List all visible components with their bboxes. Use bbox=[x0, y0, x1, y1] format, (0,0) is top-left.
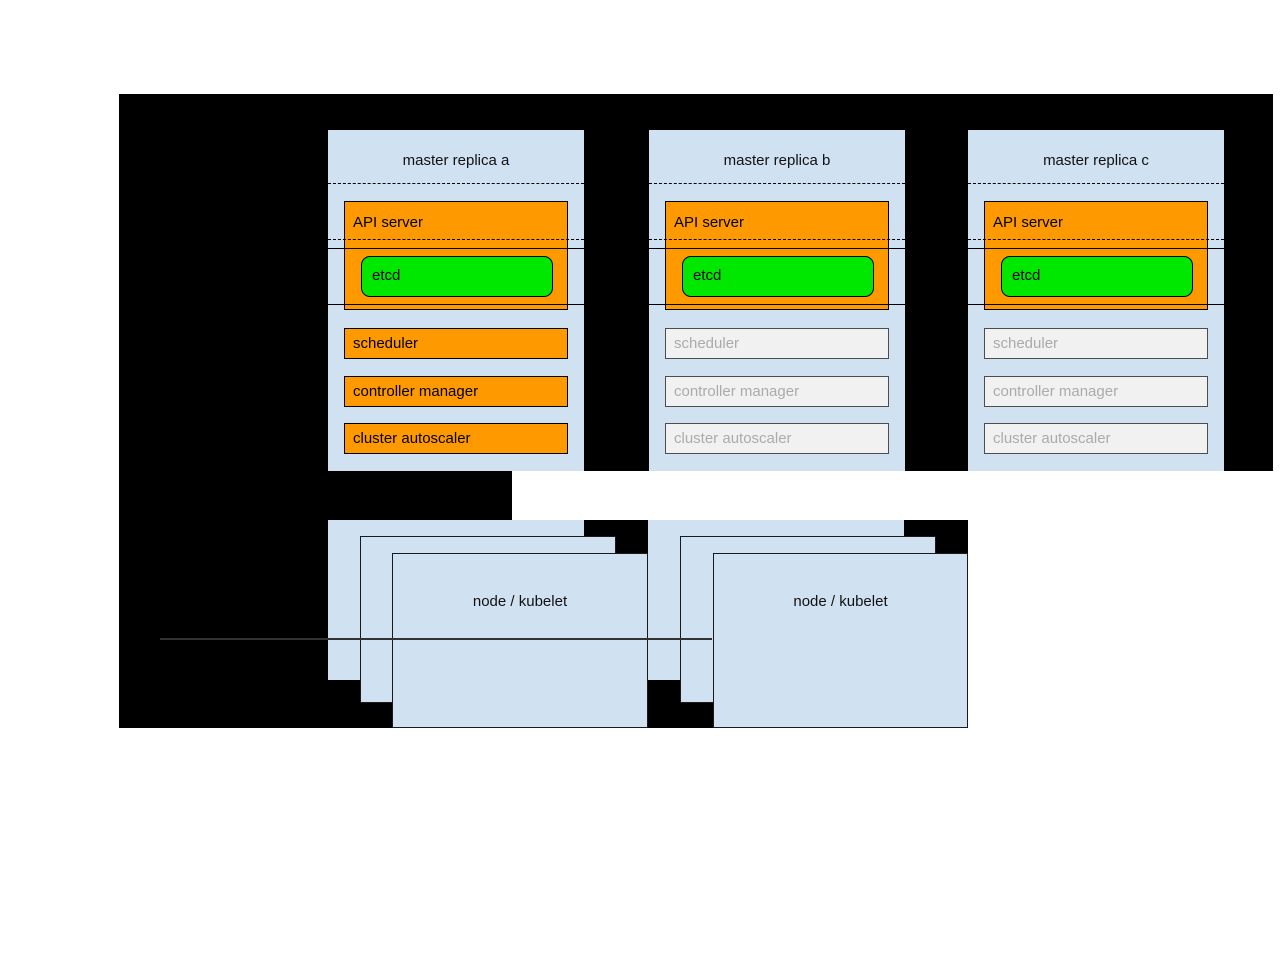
master-replica-c-panel: master replica c API server etcd schedul… bbox=[968, 130, 1224, 471]
etcd-label: etcd bbox=[693, 267, 722, 284]
solid-separator bbox=[649, 304, 905, 305]
etcd-label: etcd bbox=[1012, 267, 1041, 284]
etcd-label: etcd bbox=[372, 267, 401, 284]
etcd-box: etcd bbox=[682, 256, 874, 297]
scheduler-box: scheduler bbox=[344, 328, 568, 359]
solid-separator bbox=[649, 248, 905, 249]
node-kubelet-label: node / kubelet bbox=[472, 593, 568, 610]
cluster-autoscaler-label: cluster autoscaler bbox=[993, 430, 1111, 447]
cluster-autoscaler-label: cluster autoscaler bbox=[674, 430, 792, 447]
cluster-autoscaler-label: cluster autoscaler bbox=[353, 430, 471, 447]
controller-manager-box: controller manager bbox=[344, 376, 568, 407]
master-replica-a-panel: master replica a API server etcd schedul… bbox=[328, 130, 584, 471]
master-replica-a-title: master replica a bbox=[402, 152, 510, 169]
master-replica-c-title: master replica c bbox=[1043, 152, 1149, 169]
controller-manager-box: controller manager bbox=[665, 376, 889, 407]
scheduler-box: scheduler bbox=[984, 328, 1208, 359]
dashed-separator bbox=[328, 239, 584, 240]
node-stack-2-front: node / kubelet bbox=[713, 553, 968, 728]
solid-separator bbox=[328, 304, 584, 305]
node-kubelet-label: node / kubelet bbox=[793, 593, 888, 610]
dashed-separator bbox=[649, 239, 905, 240]
api-server-label: API server bbox=[993, 214, 1064, 231]
controller-manager-label: controller manager bbox=[674, 383, 800, 400]
cluster-autoscaler-box: cluster autoscaler bbox=[665, 423, 889, 454]
node-stack-1-front: node / kubelet bbox=[392, 553, 648, 728]
scheduler-label: scheduler bbox=[993, 335, 1059, 352]
api-server-label: API server bbox=[674, 214, 745, 231]
node-divider-line bbox=[160, 638, 712, 640]
cluster-autoscaler-box: cluster autoscaler bbox=[984, 423, 1208, 454]
etcd-box: etcd bbox=[1001, 256, 1193, 297]
solid-separator bbox=[328, 248, 584, 249]
api-server-label: API server bbox=[353, 214, 424, 231]
scheduler-box: scheduler bbox=[665, 328, 889, 359]
dashed-separator bbox=[968, 239, 1224, 240]
solid-separator bbox=[968, 304, 1224, 305]
controller-manager-label: controller manager bbox=[353, 383, 479, 400]
master-replica-b-panel: master replica b API server etcd schedul… bbox=[649, 130, 905, 471]
canvas-background-left-strip bbox=[119, 471, 512, 520]
solid-separator bbox=[968, 248, 1224, 249]
dashed-separator bbox=[328, 183, 584, 184]
dashed-separator bbox=[968, 183, 1224, 184]
dashed-separator bbox=[649, 183, 905, 184]
controller-manager-label: controller manager bbox=[993, 383, 1119, 400]
scheduler-label: scheduler bbox=[353, 335, 419, 352]
controller-manager-box: controller manager bbox=[984, 376, 1208, 407]
cluster-autoscaler-box: cluster autoscaler bbox=[344, 423, 568, 454]
master-replica-b-title: master replica b bbox=[723, 152, 831, 169]
etcd-box: etcd bbox=[361, 256, 553, 297]
scheduler-label: scheduler bbox=[674, 335, 740, 352]
